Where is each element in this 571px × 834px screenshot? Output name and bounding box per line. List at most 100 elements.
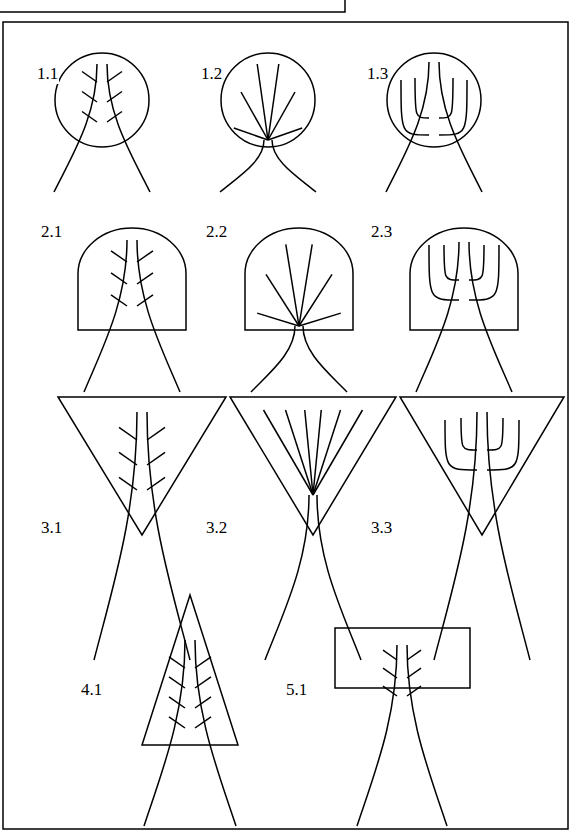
tree-branch [383, 686, 397, 696]
tree-branch [268, 92, 295, 140]
tree-branch [407, 686, 421, 696]
tree-trunk [416, 242, 459, 392]
tree-branch [119, 427, 137, 440]
tree-branch [286, 244, 299, 326]
tree-trunk [251, 326, 295, 392]
tree-trunk [265, 495, 309, 660]
crown-dome [78, 228, 186, 330]
tree-trunk [94, 412, 137, 660]
tree-branch [147, 452, 165, 465]
tree-branch [264, 410, 314, 495]
figure-number: 3.3 [370, 518, 393, 538]
tree-branch [169, 657, 185, 668]
tree-branch [286, 410, 314, 495]
tree-trunk [195, 640, 236, 826]
crown-triangle [400, 397, 564, 535]
crown-triangle [142, 595, 238, 745]
frame-border [3, 22, 568, 829]
crown-rectangle [335, 628, 470, 688]
tree-trunk [107, 64, 150, 192]
tree-branch [119, 477, 137, 490]
tree-branch [266, 274, 299, 326]
tree-branch [137, 251, 153, 262]
tree-branch [407, 668, 421, 678]
tree-branch [469, 245, 484, 280]
tree-branch [299, 313, 341, 326]
tree-branch [82, 92, 97, 103]
figure-number: 2.1 [40, 222, 63, 242]
figure-number: 2.2 [205, 222, 228, 242]
tree-trunk [469, 242, 512, 392]
figure-number: 1.2 [200, 64, 223, 84]
tree-branch [461, 418, 477, 450]
tree-branch [383, 650, 397, 660]
tree-branch [195, 717, 211, 728]
crown-circle [387, 53, 481, 147]
tree-branch [137, 273, 153, 284]
tree-trunk [303, 326, 347, 392]
tree-branch [313, 410, 341, 495]
tree-trunk [434, 412, 477, 660]
tree-trunk [137, 240, 180, 392]
tree-branch [82, 72, 97, 83]
tree-trunk [317, 495, 361, 660]
tree-branch [407, 650, 421, 660]
figure-number: 3.2 [205, 518, 228, 538]
tree-branch [169, 717, 185, 728]
tree-branch [111, 295, 127, 306]
tree-branch [169, 697, 185, 708]
tree-trunk [272, 140, 316, 192]
tree-branch [469, 245, 499, 300]
tree-branch [107, 72, 122, 83]
tree-branch [415, 78, 429, 118]
tree-trunk [220, 140, 264, 192]
tree-branch [169, 677, 185, 688]
frame-line [0, 0, 345, 12]
tree-trunk [487, 412, 530, 660]
figure-number: 1.3 [366, 64, 389, 84]
figure-number: 4.1 [80, 680, 103, 700]
tree-branch [299, 244, 312, 326]
tree-branch [111, 251, 127, 262]
tree-trunk [439, 62, 482, 192]
tree-branch [111, 273, 127, 284]
tree-branch [487, 418, 503, 450]
tree-branch [147, 477, 165, 490]
tree-branch [195, 657, 211, 668]
tree-branch [299, 274, 332, 326]
tree-branch [383, 668, 397, 678]
figure-number: 2.3 [370, 222, 393, 242]
figure-number: 3.1 [40, 518, 63, 538]
tree-branch [107, 112, 122, 123]
figure-number: 5.1 [285, 680, 308, 700]
tree-branch [147, 427, 165, 440]
tree-branch [257, 64, 268, 140]
tree-trunk [147, 412, 190, 660]
tree-branch [137, 295, 153, 306]
tree-branch [305, 410, 313, 495]
tree-trunk [386, 62, 429, 192]
crown-circle [221, 53, 315, 147]
crown-dome [410, 228, 518, 330]
tree-branch [439, 78, 453, 118]
tree-branch [444, 245, 459, 280]
tree-branch [107, 92, 122, 103]
tree-branch [268, 64, 279, 140]
tree-trunk [407, 645, 447, 826]
tree-trunk [357, 645, 397, 826]
tree-branch [82, 112, 97, 123]
crown-dome [245, 228, 353, 330]
figure-number: 1.1 [36, 64, 59, 84]
tree-trunk [54, 64, 97, 192]
tree-trunk [144, 640, 185, 826]
crown-triangle [58, 397, 226, 535]
crown-triangle [230, 397, 396, 535]
tree-branch [119, 452, 137, 465]
tree-branch [195, 697, 211, 708]
tree-branch [268, 128, 302, 140]
tree-trunk [84, 240, 127, 392]
tree-branch [313, 410, 363, 495]
crown-circle [55, 53, 149, 147]
tree-branch [195, 677, 211, 688]
